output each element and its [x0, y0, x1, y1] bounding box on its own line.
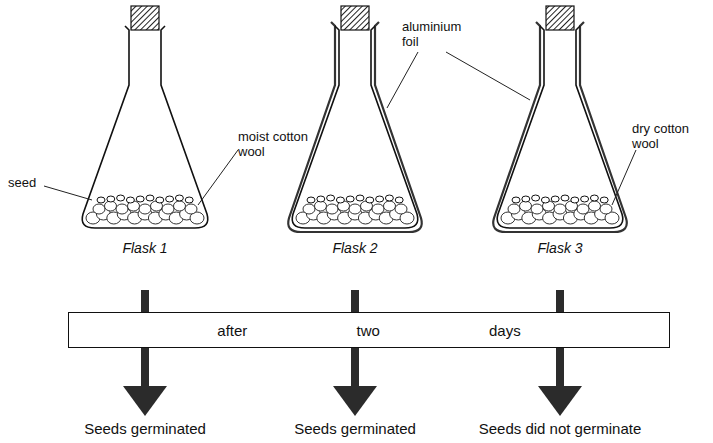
flasks [82, 6, 627, 232]
seed-symbol [385, 195, 393, 201]
stopper [131, 6, 159, 30]
arrow-head [123, 386, 167, 416]
cotton-wool [384, 201, 396, 211]
stopper [546, 6, 574, 30]
foil-outline [288, 22, 422, 232]
flask [288, 6, 422, 232]
cotton-wool [372, 204, 384, 214]
seed-symbol [541, 197, 549, 203]
part-label: seed [8, 176, 36, 191]
seed-symbol [97, 197, 105, 203]
cotton-wool [554, 204, 566, 214]
seed-symbol [327, 195, 335, 201]
cotton-wool [589, 201, 601, 211]
seed-symbol [512, 197, 520, 203]
cotton-wool [105, 201, 117, 211]
seed-symbol [307, 197, 315, 203]
cotton-wool [185, 204, 197, 214]
seed-symbol [590, 195, 598, 201]
seed-symbol [522, 196, 530, 202]
flask-outline [292, 26, 418, 228]
seed-symbol [561, 195, 569, 201]
flask-name: Flask 3 [537, 240, 582, 256]
result-label: Seeds germinated [294, 420, 416, 437]
seed-symbol [346, 196, 354, 202]
cotton-wool [162, 204, 174, 214]
stopper [341, 6, 369, 30]
leader-lines [44, 52, 636, 205]
part-label: moist cotton wool [238, 130, 314, 160]
cotton-wool [315, 201, 327, 211]
arrow-head [333, 386, 377, 416]
seed-symbol [185, 197, 193, 203]
flask-outline [497, 26, 623, 228]
seed-symbol [600, 197, 608, 203]
seed-symbol [166, 196, 174, 202]
cotton-wool [174, 201, 186, 211]
result-label: Seeds germinated [84, 420, 206, 437]
cotton-wool [395, 204, 407, 214]
cotton-wool [600, 204, 612, 214]
seed-symbol [107, 196, 115, 202]
seed-symbol [356, 195, 364, 201]
flask-name: Flask 2 [332, 240, 377, 256]
cotton-wool [508, 204, 520, 214]
seed-symbol [581, 196, 589, 202]
seed-symbol [175, 195, 183, 201]
flask-name: Flask 1 [122, 240, 167, 256]
band-text: after two days [217, 322, 520, 339]
seed-symbol [317, 196, 325, 202]
cotton-wool [520, 201, 532, 211]
cotton-wool [93, 204, 105, 214]
flask-outline [82, 26, 208, 228]
seed-symbol [551, 196, 559, 202]
seed-symbol [117, 195, 125, 201]
cotton-wool [349, 204, 361, 214]
cotton-wool [326, 204, 338, 214]
seed-symbol [376, 196, 384, 202]
seed-symbol [395, 197, 403, 203]
seed-symbol [336, 197, 344, 203]
part-label: aluminium foil [402, 20, 468, 50]
seed-symbol [136, 196, 144, 202]
cotton-wool [577, 204, 589, 214]
foil-outline [493, 22, 627, 232]
cotton-wool [139, 204, 151, 214]
flow-arrows [123, 290, 582, 416]
seed-symbol [532, 195, 540, 201]
seed-symbol [146, 195, 154, 201]
arrow-head [538, 386, 582, 416]
cotton-wool [531, 204, 543, 214]
flask [82, 6, 208, 228]
cotton-wool [116, 204, 128, 214]
seed-symbol [366, 197, 374, 203]
cotton-wool [303, 204, 315, 214]
seed-symbol [126, 197, 134, 203]
result-label: Seeds did not germinate [479, 420, 642, 437]
time-band: after two days [68, 312, 670, 348]
seed-symbol [156, 197, 164, 203]
seed-symbol [571, 197, 579, 203]
part-label: dry cotton wool [632, 122, 704, 152]
flask [493, 6, 627, 232]
